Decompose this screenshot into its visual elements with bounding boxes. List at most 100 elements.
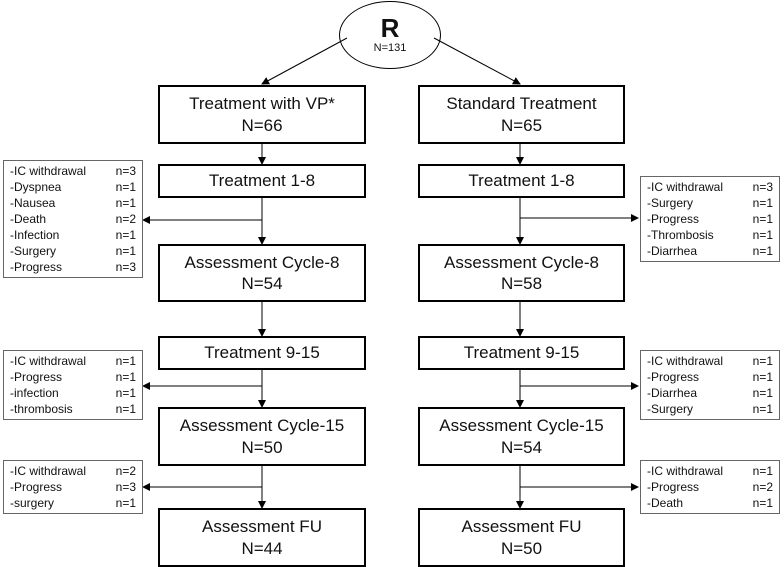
left-dropouts-2: -IC withdrawal n=1 -Progress n=1 -infectio… xyxy=(3,350,143,420)
dropout-count: n=1 xyxy=(752,402,773,416)
dropout-count: n=1 xyxy=(115,354,136,368)
dropout-count: n=3 xyxy=(115,260,136,274)
dropout-reason: -IC withdrawal xyxy=(10,164,87,178)
arrow-r-to-left xyxy=(261,37,348,85)
dropout-count: n=1 xyxy=(752,228,773,242)
right-cycle-15-title: Assessment Cycle-15 xyxy=(439,416,604,436)
dropout-row: -Progress n=3 xyxy=(10,479,136,495)
dropout-reason: -Death xyxy=(647,496,684,510)
dropout-reason: -Surgery xyxy=(10,244,57,258)
dropout-count: n=2 xyxy=(115,464,136,478)
right-cycle-8-count: N=58 xyxy=(500,274,543,293)
dropout-reason: -Dyspnea xyxy=(10,180,62,194)
dropout-row: -Progress n=1 xyxy=(647,211,773,227)
dropout-row: -IC withdrawal n=3 xyxy=(10,163,136,179)
randomization-node: R N=131 xyxy=(339,1,441,69)
right-treatment-1-8-label: Treatment 1-8 xyxy=(468,171,575,191)
dropout-reason: -Infection xyxy=(10,228,60,242)
right-cycle-15-count: N=54 xyxy=(500,437,543,457)
left-cycle-15-box: Assessment Cycle-15 N=50 xyxy=(158,407,366,466)
left-cycle-8-count: N=54 xyxy=(241,274,283,293)
dropout-reason: -Progress xyxy=(10,370,63,384)
dropout-reason: -Progress xyxy=(10,260,63,274)
left-arm-title: Treatment with VP* xyxy=(189,94,335,114)
right-fu-count: N=50 xyxy=(500,538,543,558)
dropout-count: n=3 xyxy=(752,180,773,194)
right-cycle-8-title: Assessment Cycle-8 xyxy=(444,252,599,272)
right-treatment-1-8-box: Treatment 1-8 xyxy=(418,164,625,198)
dropout-reason: -Diarrhea xyxy=(647,386,698,400)
randomization-count: N=131 xyxy=(373,42,407,54)
dropout-count: n=1 xyxy=(115,196,136,210)
dropout-row: -IC withdrawal n=1 xyxy=(10,353,136,369)
dropout-count: n=1 xyxy=(115,386,136,400)
dropout-reason: -Death xyxy=(10,212,47,226)
dropout-reason: -Thrombosis xyxy=(647,228,714,242)
dropout-reason: -IC withdrawal xyxy=(647,354,724,368)
dropout-reason: -surgery xyxy=(10,496,55,510)
dropout-row: -IC withdrawal n=3 xyxy=(647,179,773,195)
left-cycle-15-title: Assessment Cycle-15 xyxy=(179,416,345,436)
left-treatment-1-8-label: Treatment 1-8 xyxy=(208,171,316,191)
right-cycle-15-box: Assessment Cycle-15 N=54 xyxy=(418,407,625,466)
dropout-count: n=1 xyxy=(752,212,773,226)
right-arm-title: Standard Treatment xyxy=(446,94,597,114)
right-fu-box: Assessment FU N=50 xyxy=(418,508,625,567)
dropout-count: n=3 xyxy=(115,164,136,178)
left-cycle-15-count: N=50 xyxy=(241,437,283,457)
dropout-reason: -infection xyxy=(10,386,59,400)
right-treatment-9-15-label: Treatment 9-15 xyxy=(463,343,580,363)
dropout-count: n=1 xyxy=(115,244,136,258)
right-cycle-8-box: Assessment Cycle-8 N=58 xyxy=(418,244,625,302)
dropout-count: n=3 xyxy=(115,480,136,494)
dropout-reason: -Progress xyxy=(647,212,700,226)
left-treatment-9-15-box: Treatment 9-15 xyxy=(158,336,366,370)
dropout-reason: -Nausea xyxy=(10,196,56,210)
dropout-row: -Surgery n=1 xyxy=(10,243,136,259)
dropout-reason: -IC withdrawal xyxy=(10,354,87,368)
dropout-count: n=1 xyxy=(752,464,773,478)
dropout-count: n=1 xyxy=(752,370,773,384)
dropout-count: n=1 xyxy=(115,496,136,510)
dropout-count: n=2 xyxy=(752,480,773,494)
dropout-count: n=1 xyxy=(115,228,136,242)
dropout-count: n=1 xyxy=(752,244,773,258)
dropout-reason: -IC withdrawal xyxy=(10,464,87,478)
dropout-count: n=1 xyxy=(115,402,136,416)
right-arm-count: N=65 xyxy=(500,115,543,135)
dropout-row: -thrombosis n=1 xyxy=(10,401,136,417)
dropout-reason: -Progress xyxy=(10,480,63,494)
dropout-reason: -IC withdrawal xyxy=(647,464,724,478)
dropout-reason: -Progress xyxy=(647,480,700,494)
left-fu-count: N=44 xyxy=(241,538,283,558)
dropout-row: -surgery n=1 xyxy=(10,495,136,511)
dropout-count: n=1 xyxy=(752,386,773,400)
dropout-reason: -thrombosis xyxy=(10,402,73,416)
dropout-row: -Progress n=3 xyxy=(10,259,136,275)
right-fu-title: Assessment FU xyxy=(461,517,582,537)
left-treatment-9-15-label: Treatment 9-15 xyxy=(204,343,320,363)
dropout-count: n=1 xyxy=(115,370,136,384)
dropout-row: -infection n=1 xyxy=(10,385,136,401)
dropout-row: -Nausea n=1 xyxy=(10,195,136,211)
right-arm-box: Standard Treatment N=65 xyxy=(418,85,625,144)
dropout-reason: -IC withdrawal xyxy=(647,180,724,194)
dropout-reason: -Progress xyxy=(647,370,700,384)
randomization-label: R xyxy=(380,13,400,43)
dropout-row: -Thrombosis n=1 xyxy=(647,227,773,243)
dropout-row: -Infection n=1 xyxy=(10,227,136,243)
arrow-r-to-right xyxy=(433,37,521,85)
left-cycle-8-title: Assessment Cycle-8 xyxy=(184,252,340,272)
dropout-row: -Progress n=1 xyxy=(10,369,136,385)
